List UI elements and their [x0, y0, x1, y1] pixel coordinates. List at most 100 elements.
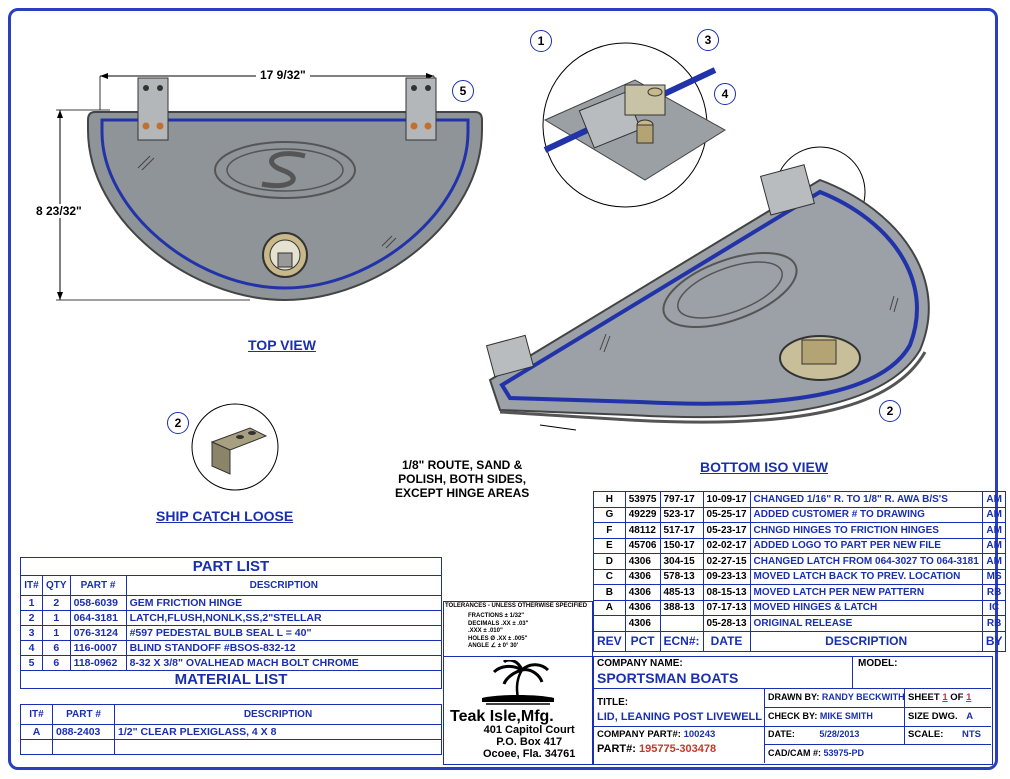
- part-row-qty: 2: [42, 595, 71, 611]
- cad-label: CAD/CAM #:: [768, 748, 821, 758]
- material-part-header: PART #: [52, 704, 115, 725]
- rev-ecn: 485-13: [659, 584, 704, 601]
- address-line: 401 Capitol Court: [483, 724, 575, 736]
- palm-island-logo: [482, 660, 554, 705]
- title-part-divider: [593, 726, 764, 727]
- row-divider-1: [764, 707, 991, 708]
- by-header: BY: [981, 630, 1007, 652]
- part-row-description: #597 PEDESTAL BULB SEAL L = 40": [125, 625, 443, 641]
- date-row: DATE: 5/28/2013: [768, 729, 859, 739]
- rev-date: 07-17-13: [702, 599, 751, 616]
- rev-pct: 4306: [624, 568, 661, 585]
- check-by-row: CHECK BY: MIKE SMITH: [768, 711, 873, 721]
- rev-pct: 4306: [624, 584, 661, 601]
- callout-4: 4: [714, 83, 736, 105]
- rev-ecn: 578-13: [659, 568, 704, 585]
- size-row: SIZE DWG. A: [908, 711, 973, 722]
- part-row-description: GEM FRICTION HINGE: [125, 595, 443, 611]
- tolerance-line: DECIMALS .XX ± .03": [468, 620, 529, 627]
- top-view-label: TOP VIEW: [248, 337, 316, 353]
- drawn-by-value: RANDY BECKWITH: [821, 692, 905, 702]
- part-description-header: DESCRIPTION: [125, 575, 443, 596]
- date-header: DATE: [702, 630, 751, 652]
- company-address: 401 Capitol Court P.O. Box 417 Ocoee, Fl…: [483, 724, 575, 760]
- size-value: A: [966, 711, 974, 722]
- part-label: PART#:: [597, 743, 636, 755]
- rev-letter: A: [593, 599, 626, 616]
- title-divider: [593, 688, 991, 689]
- title-block: [593, 656, 993, 765]
- address-line: Ocoee, Fla. 34761: [483, 748, 576, 760]
- tolerance-line: FRACTIONS ± 1/32": [468, 613, 525, 619]
- detail-view-drawing: [542, 42, 726, 208]
- callout-2-iso: 2: [879, 400, 901, 422]
- part-it-header: IT#: [20, 575, 43, 596]
- part-row-number: 064-3181: [69, 610, 127, 626]
- rev-pct: 45706: [624, 537, 661, 554]
- tolerance-line: HOLES Ø .XX ± .005": [468, 635, 528, 642]
- part-value: 195775-303478: [638, 743, 717, 755]
- drawn-by-row: DRAWN BY: RANDY BECKWITH: [768, 692, 905, 702]
- material-description-header: DESCRIPTION: [114, 704, 442, 725]
- bottom-iso-drawing: [485, 146, 930, 431]
- rev-by: AM: [981, 506, 1007, 523]
- check-by-value: MIKE SMITH: [819, 711, 873, 721]
- finish-note-line: EXCEPT HINGE AREAS: [395, 486, 530, 500]
- rev-date: 05-23-17: [702, 522, 751, 539]
- rev-description: CHANGED 1/16" R. TO 1/8" R. AWA B/S'S: [749, 491, 983, 508]
- finish-note-line: 1/8" ROUTE, SAND &: [401, 458, 523, 472]
- rev-by: AM: [981, 491, 1007, 508]
- sheet-number: 1: [942, 692, 948, 703]
- drawn-by-label: DRAWN BY:: [768, 692, 820, 702]
- sheet-of: OF: [950, 692, 964, 703]
- part-row-it: 1: [20, 595, 43, 611]
- company-value: SPORTSMAN BOATS: [597, 670, 739, 686]
- part-row-it: 4: [20, 640, 43, 656]
- pct-header: PCT: [624, 630, 661, 652]
- material-row-it: A: [20, 724, 53, 740]
- callout-3: 3: [697, 29, 719, 51]
- scale-value: NTS: [962, 729, 982, 740]
- rev-description: ADDED LOGO TO PART PER NEW FILE: [749, 537, 983, 554]
- part-row-number: 076-3124: [69, 625, 127, 641]
- material-empty-cell: [20, 739, 53, 755]
- date-label: DATE:: [768, 729, 795, 739]
- check-by-label: CHECK BY:: [768, 711, 818, 721]
- sheet-divider: [904, 688, 905, 744]
- sheet-total: 1: [966, 692, 972, 703]
- rev-date: 02-27-15: [702, 553, 751, 570]
- material-list-title: MATERIAL LIST: [20, 670, 442, 689]
- rev-date: 08-15-13: [702, 584, 751, 601]
- part-row-description: 8-32 X 3/8" OVALHEAD MACH BOLT CHROME: [125, 655, 443, 671]
- part-row-description: LATCH,FLUSH,NONLK,SS,2"STELLAR: [125, 610, 443, 626]
- rev-letter: F: [593, 522, 626, 539]
- material-row-description: 1/2" CLEAR PLEXIGLASS, 4 X 8: [114, 724, 442, 740]
- material-list-table: IT# PART # DESCRIPTION A 088-2403 1/2" C…: [20, 704, 442, 755]
- part-row-it: 3: [20, 625, 43, 641]
- model-divider: [852, 656, 853, 688]
- bottom-iso-label: BOTTOM ISO VIEW: [700, 459, 829, 475]
- scale-row: SCALE: NTS: [908, 729, 981, 740]
- rev-by: RB: [981, 584, 1007, 601]
- rev-description: CHNGD HINGES TO FRICTION HINGES: [749, 522, 983, 539]
- rev-description: MOVED HINGES & LATCH: [749, 599, 983, 616]
- rev-ecn: 797-17: [659, 491, 704, 508]
- rev-letter: C: [593, 568, 626, 585]
- rev-by: AM: [981, 553, 1007, 570]
- rev-by: IC: [981, 599, 1007, 616]
- address-line: P.O. Box 417: [496, 736, 563, 748]
- rev-pct: 4306: [624, 615, 661, 632]
- size-label: SIZE DWG.: [908, 711, 958, 722]
- rev-pct: 4306: [624, 553, 661, 570]
